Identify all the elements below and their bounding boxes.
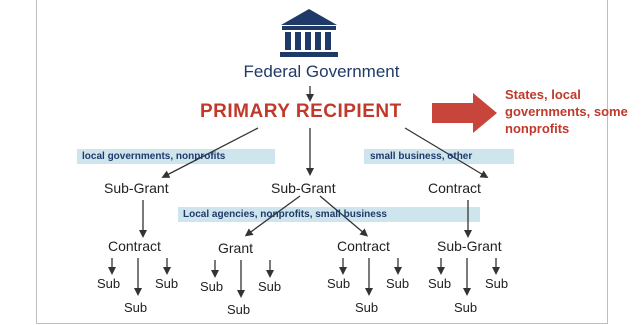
sub-node: Sub [355, 300, 379, 315]
sub-node: Sub [327, 276, 351, 291]
band-right [364, 149, 514, 164]
sub-node: Sub [97, 276, 121, 291]
band-left [77, 149, 275, 164]
sub-node: Sub [485, 276, 509, 291]
primary-outflow-arrow [432, 93, 497, 133]
government-building-icon [280, 9, 338, 57]
level1-node-2: Sub-Grant [271, 180, 336, 196]
band-middle [178, 207, 480, 222]
sub-node: Sub [386, 276, 410, 291]
primary-recipient-label: PRIMARY RECIPIENT [200, 101, 402, 122]
sub-node: Sub [428, 276, 452, 291]
level2-node-1: Contract [108, 238, 161, 254]
sub-node: Sub [227, 302, 251, 317]
sub-node: Sub [200, 279, 224, 294]
sub-node: Sub [454, 300, 478, 315]
band-left-label: local governments, nonprofits [82, 151, 226, 162]
level1-node-1: Sub-Grant [104, 180, 169, 196]
band-right-label: small business, other [370, 151, 473, 162]
diagram-frame [36, 0, 608, 324]
band-middle-label: Local agencies, nonprofits, small busine… [183, 209, 387, 220]
sub-node: Sub [124, 300, 148, 315]
sub-node: Sub [155, 276, 179, 291]
level2-node-4: Sub-Grant [437, 238, 502, 254]
level2-node-3: Contract [337, 238, 390, 254]
federal-government-label: Federal Government [243, 62, 400, 81]
sub-node: Sub [258, 279, 282, 294]
flow-arrows [108, 86, 500, 298]
level2-node-2: Grant [218, 240, 254, 256]
primary-outflow-label: States, local governments, some nonprofi… [505, 87, 628, 136]
level1-node-3: Contract [428, 180, 481, 196]
